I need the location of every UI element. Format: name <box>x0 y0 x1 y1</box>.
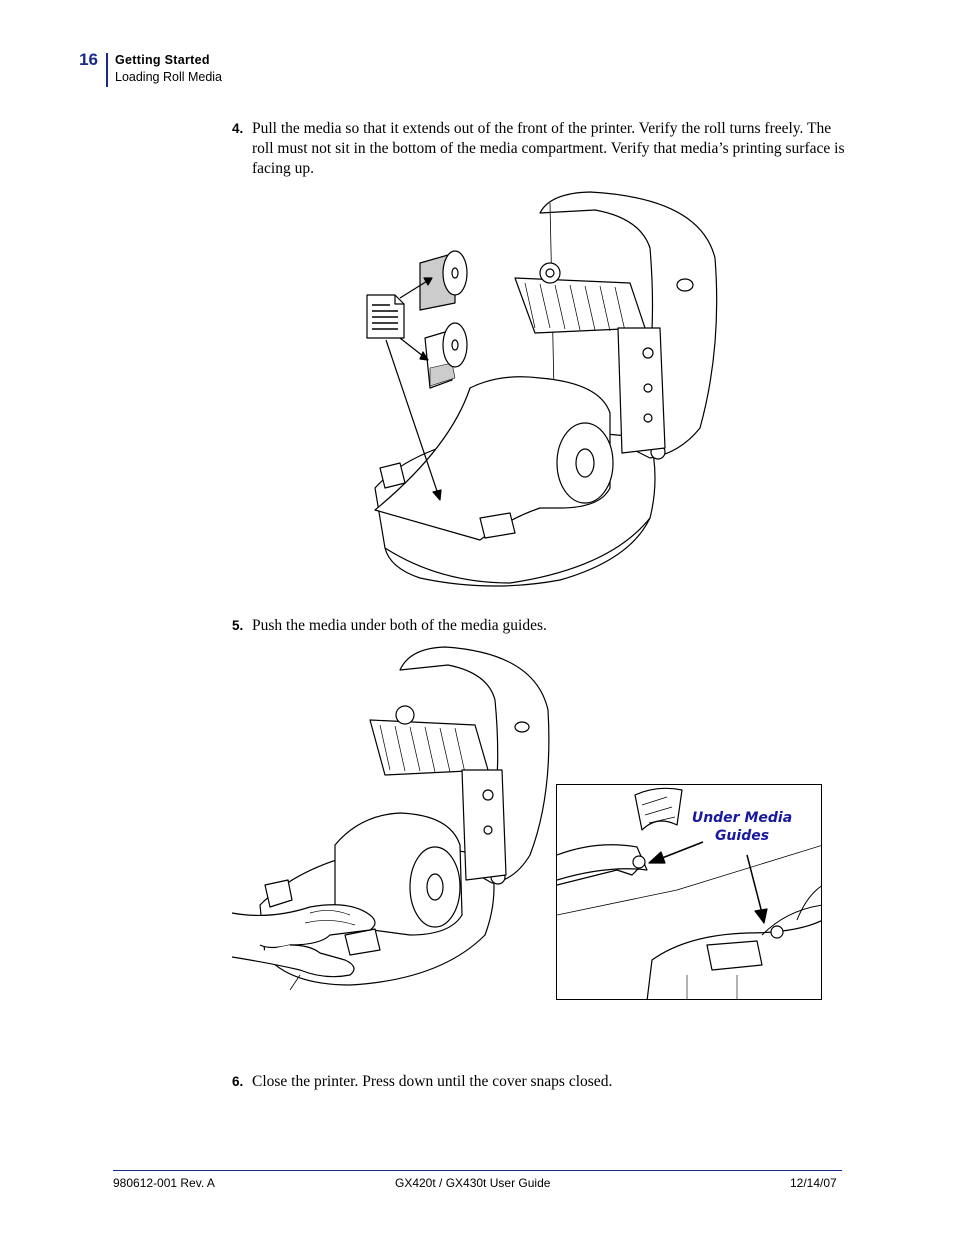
footer-divider <box>113 1170 842 1171</box>
media-guides-detail-illustration <box>557 787 821 999</box>
step-number: 4. <box>232 121 244 136</box>
footer-title: GX420t / GX430t User Guide <box>395 1176 551 1190</box>
step-5: 5. Push the media under both of the medi… <box>232 616 852 636</box>
page-number: 16 <box>79 50 98 69</box>
subsection-title: Loading Roll Media <box>115 70 223 84</box>
inset-label: Under Media Guides <box>691 810 793 844</box>
step-text: Pull the media so that it extends out of… <box>252 120 845 177</box>
step-number: 5. <box>232 618 244 633</box>
step-6: 6. Close the printer. Press down until t… <box>232 1072 852 1092</box>
printer-media-guides-illustration <box>231 646 550 990</box>
printer-media-extended-illustration <box>366 191 718 587</box>
footer-date: 12/14/07 <box>790 1176 837 1190</box>
header-divider <box>106 53 108 87</box>
step-text: Close the printer. Press down until the … <box>252 1073 613 1090</box>
step-4: 4. Pull the media so that it extends out… <box>232 119 852 179</box>
step-text: Push the media under both of the media g… <box>252 617 547 634</box>
section-title: Getting Started <box>115 53 210 67</box>
media-guides-detail-inset: Under Media Guides <box>556 784 822 1000</box>
footer-doc-number: 980612-001 Rev. A <box>113 1176 215 1190</box>
step-number: 6. <box>232 1074 244 1089</box>
